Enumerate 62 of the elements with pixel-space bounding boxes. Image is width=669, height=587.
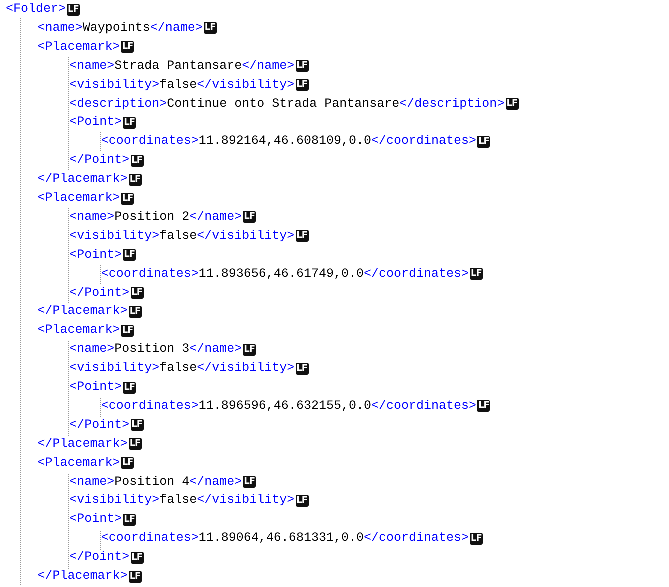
code-line: </Placemark> [38,436,128,453]
line-feed-marker: LF [128,570,142,582]
code-line: <coordinates>11.893656,46.61749,0.0</coordinates> [101,266,469,283]
code-line: <visibility>false</visibility> [70,360,295,378]
code-line: </Point> [70,284,130,302]
code-line: <visibility>false</visibility> [70,76,295,94]
line-feed-marker: LF [121,41,134,54]
line-feed-marker: LF [477,400,490,412]
line-feed-marker: LF [243,211,256,224]
line-feed-marker: LF [121,324,134,337]
code-line: </Point> [70,416,130,434]
line-feed-marker: LF [123,514,136,526]
line-feed-marker: LF [296,60,309,72]
line-feed-marker: LF [477,136,490,148]
code-line: <name>Waypoints</name> [38,20,203,37]
line-feed-marker: LF [123,249,136,262]
line-feed-marker: LF [128,174,142,186]
line-feed-marker: LF [130,287,144,299]
code-line: <visibility>false</visibility> [70,228,295,245]
code-line: </Placemark> [38,568,128,585]
line-feed-marker: LF [128,306,142,318]
code-line: <Point> [70,246,122,264]
line-feed-marker: LF [296,230,309,242]
code-line: <Point> [70,379,122,396]
line-feed-marker: LF [506,98,519,110]
code-line: <coordinates>11.89064,46.681331,0.0</coordinates> [101,530,469,548]
code-line: <name>Position 2</name> [70,208,242,226]
code-line: <Placemark> [38,454,120,472]
line-feed-marker: LF [296,79,309,92]
line-feed-marker: LF [130,419,144,432]
line-feed-marker: LF [123,116,136,129]
line-feed-marker: LF [67,4,80,16]
code-line: <visibility>false</visibility> [70,492,295,510]
line-feed-marker: LF [128,438,142,450]
code-line: <coordinates>11.896596,46.632155,0.0</coordinates> [101,398,476,415]
line-feed-marker: LF [243,476,256,488]
code-line: <Placemark> [38,38,120,56]
code-line: <coordinates>11.892164,46.608109,0.0</coordinates> [101,133,476,150]
code-line: </Point> [70,549,130,566]
line-feed-marker: LF [204,22,217,34]
code-line: <name>Strada Pantansare</name> [70,58,295,75]
line-feed-marker: LF [121,192,134,204]
code-line: </Placemark> [38,171,128,188]
line-feed-marker: LF [130,154,144,167]
line-feed-marker: LF [123,382,136,394]
line-feed-marker: LF [296,494,309,507]
code-line: </Placemark> [38,303,128,320]
code-line: <Placemark> [38,190,120,207]
code-line: <name>Position 4</name> [70,474,242,490]
code-line: </Point> [70,152,130,170]
code-line: <Point> [70,511,122,528]
line-feed-marker: LF [130,552,144,564]
code-line: <Point> [70,114,122,132]
code-line: <description>Continue onto Strada Pantansare</description> [70,96,505,112]
line-feed-marker: LF [470,532,483,545]
line-feed-marker: LF [121,457,134,470]
line-feed-marker: LF [296,362,309,375]
code-line: <name>Position 3</name> [70,341,242,358]
line-feed-marker: LF [470,268,483,280]
code-line: <Folder> [6,1,66,18]
line-feed-marker: LF [243,344,256,356]
code-line: <Placemark> [38,322,120,340]
